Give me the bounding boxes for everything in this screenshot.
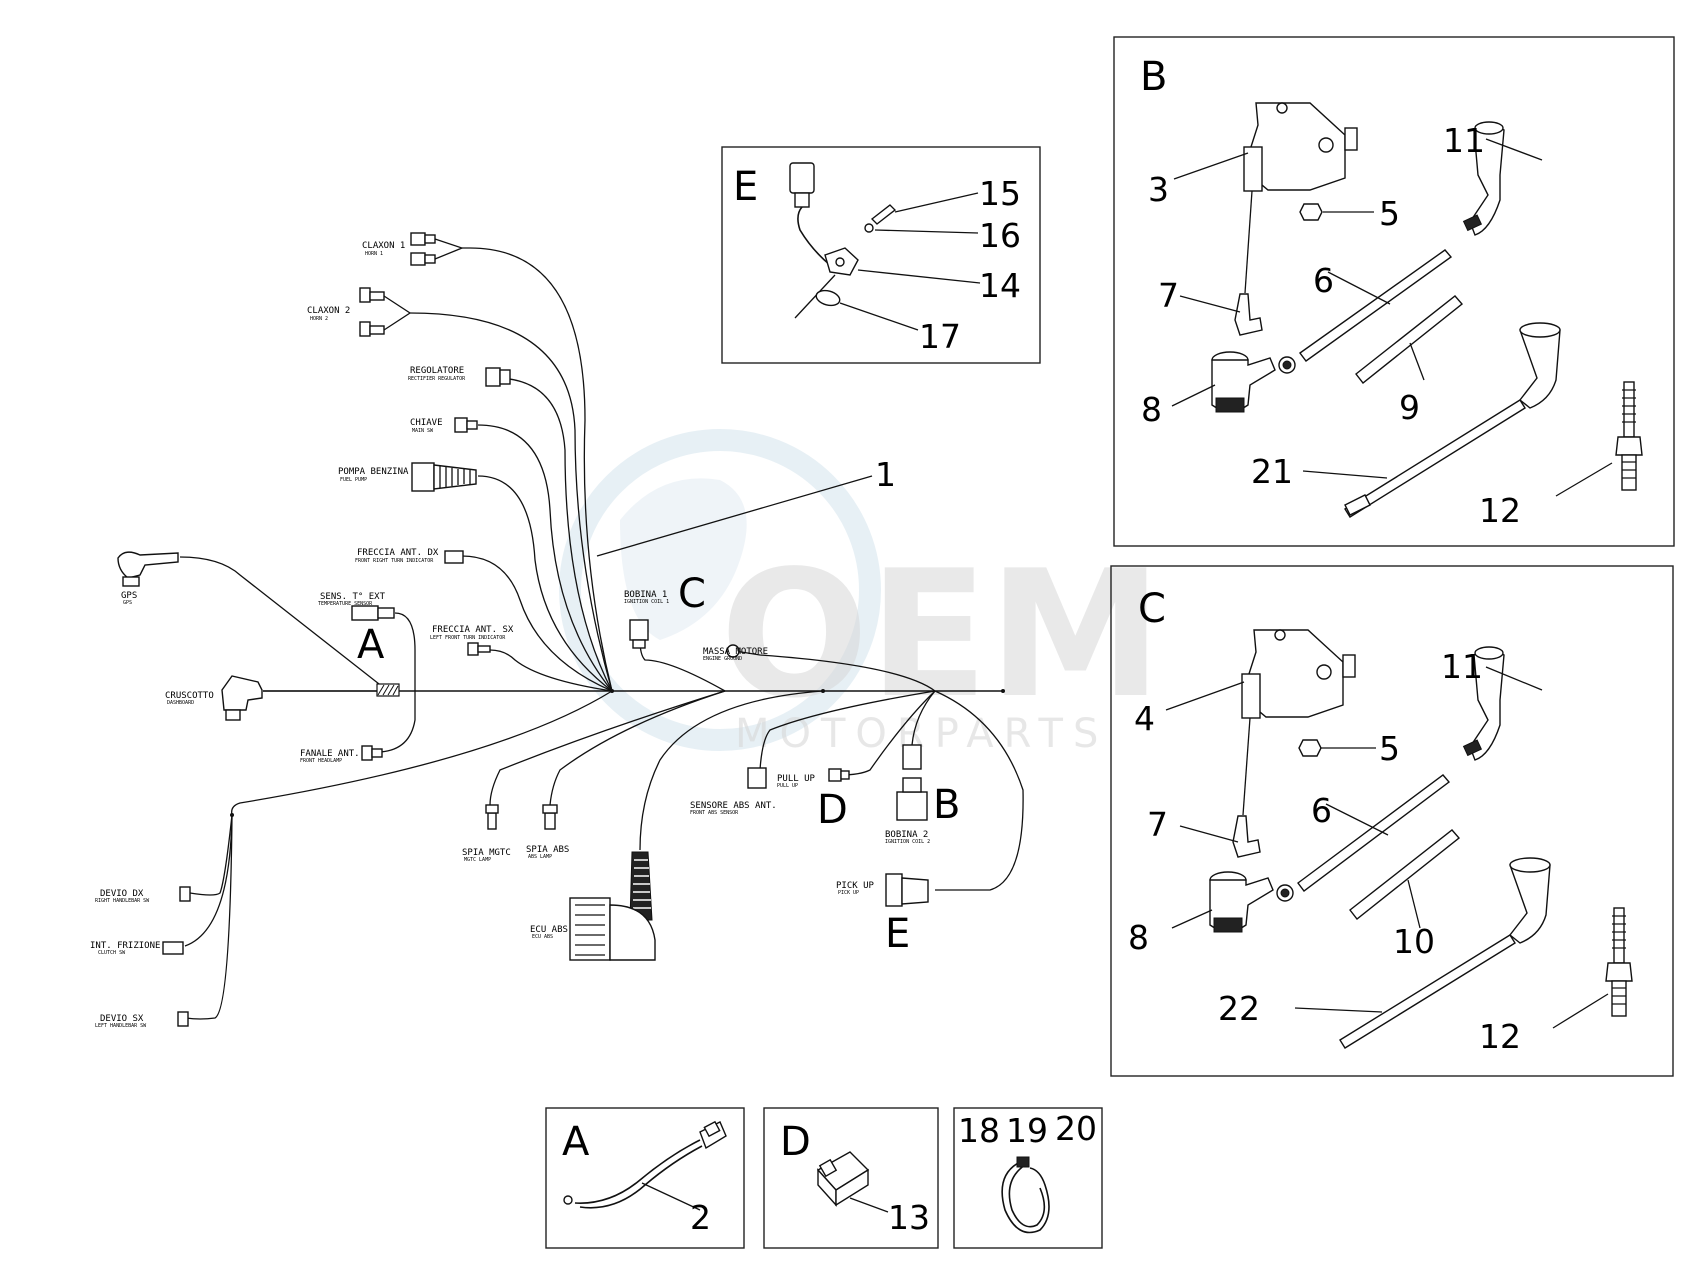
label-regolatore-sub: RECTIFIER REGULATOR	[408, 376, 466, 382]
box-c-letter: C	[1138, 586, 1166, 632]
label-freccia-dx: FRECCIA ANT. DX	[357, 548, 439, 558]
label-fanale-sub: FRONT HEADLAMP	[300, 758, 342, 764]
label-regolatore: REGOLATORE	[410, 366, 464, 376]
label-devio-dx-sub: RIGHT HANDLEBAR SW	[95, 898, 150, 904]
box-b-number-9: 9	[1399, 388, 1420, 427]
label-sensore-abs-sub: FRONT ABS SENSOR	[690, 810, 739, 816]
label-cruscotto: CRUSCOTTO	[165, 691, 214, 701]
label-sens: SENS. T° EXT	[320, 592, 386, 602]
box-c-number-6: 6	[1311, 791, 1332, 830]
label-freccia-sx: FRECCIA ANT. SX	[432, 625, 514, 635]
box-b-number-8: 8	[1141, 390, 1162, 429]
detail-box-a: A 2	[545, 1107, 745, 1249]
box-b-number-3: 3	[1148, 170, 1169, 209]
box-c-number-11: 11	[1441, 647, 1483, 686]
box-tie-number-20: 20	[1055, 1109, 1097, 1148]
label-cruscotto-sub: DASHBOARD	[167, 700, 194, 706]
label-devio-dx: DEVIO DX	[100, 889, 144, 899]
watermark: OEM MOTORPARTS	[559, 429, 1162, 757]
label-bobina1-sub: IGNITION COIL 1	[624, 599, 669, 605]
box-e-number-15: 15	[979, 174, 1021, 213]
box-c-number-7: 7	[1147, 805, 1168, 844]
callout-letter-d: D	[817, 787, 848, 833]
label-ecu-abs-sub: ECU ABS	[532, 934, 553, 940]
box-a-letter: A	[562, 1119, 590, 1165]
label-bobina2: BOBINA 2	[885, 830, 928, 840]
watermark-text: OEM	[720, 534, 1162, 737]
label-spia-abs: SPIA ABS	[526, 845, 569, 855]
label-gps-sub: GPS	[123, 600, 132, 606]
label-freccia-sx-sub: LEFT FRONT TURN INDICATOR	[430, 635, 506, 641]
detail-box-e: E 15 16 14 17	[721, 146, 1041, 364]
box-e-number-14: 14	[979, 266, 1021, 305]
label-gps: GPS	[121, 591, 137, 601]
label-fanale: FANALE ANT.	[300, 749, 360, 759]
callout-letter-b: B	[933, 782, 960, 828]
box-b-number-6: 6	[1313, 261, 1334, 300]
label-bobina2-sub: IGNITION COIL 2	[885, 839, 930, 845]
box-c-number-8: 8	[1128, 918, 1149, 957]
main-callouts: A C D B E 1	[357, 455, 960, 957]
label-devio-sx-sub: LEFT HANDLEBAR SW	[95, 1023, 147, 1029]
label-sensore-abs: SENSORE ABS ANT.	[690, 801, 777, 811]
box-b-number-5: 5	[1379, 194, 1400, 233]
label-spia-mgtc: SPIA MGTC	[462, 848, 511, 858]
label-spia-abs-sub: ABS LAMP	[528, 854, 552, 860]
callout-letter-e: E	[885, 911, 910, 957]
label-int-frizione-sub: CLUTCH SW	[98, 950, 126, 956]
box-tie-number-18: 18	[958, 1111, 1000, 1150]
label-claxon1-sub: HORN 1	[365, 251, 383, 257]
label-massa: MASSA MOTORE	[703, 647, 768, 657]
box-b-number-7: 7	[1158, 276, 1179, 315]
callout-number-1: 1	[875, 455, 896, 494]
box-c-number-12: 12	[1479, 1017, 1521, 1056]
box-c-number-4: 4	[1134, 699, 1155, 738]
label-freccia-dx-sub: FRONT RIGHT TURN INDICATOR	[355, 558, 434, 564]
label-pullup-sub: PULL UP	[777, 783, 798, 789]
label-pompa-sub: FUEL PUMP	[340, 477, 367, 483]
label-pickup: PICK UP	[836, 881, 875, 891]
detail-box-c: C	[1110, 565, 1674, 1077]
detail-box-cable-tie: 18 19 20	[953, 1107, 1103, 1249]
box-c-number-10: 10	[1393, 922, 1435, 961]
box-c-number-5: 5	[1379, 729, 1400, 768]
label-massa-sub: ENGINE GROUND	[703, 656, 742, 662]
connector-labels: CLAXON 1 HORN 1 CLAXON 2 HORN 2 REGOLATO…	[90, 241, 930, 1029]
box-d-letter: D	[780, 1119, 811, 1165]
box-e-number-17: 17	[919, 317, 961, 356]
box-e-letter: E	[733, 164, 758, 210]
label-ecu-abs: ECU ABS	[530, 925, 568, 935]
label-chiave: CHIAVE	[410, 418, 443, 428]
callout-letter-a: A	[357, 622, 385, 668]
label-devio-sx: DEVIO SX	[100, 1014, 144, 1024]
box-c-number-22: 22	[1218, 989, 1260, 1028]
box-e-number-16: 16	[979, 216, 1021, 255]
connector-drawings	[117, 232, 929, 1027]
label-sens-sub: TEMPERATURE SENSOR	[318, 601, 373, 607]
box-b-letter: B	[1140, 54, 1167, 100]
box-b-number-12: 12	[1479, 491, 1521, 530]
box-d-number-13: 13	[888, 1198, 930, 1237]
label-pickup-sub: PICK UP	[838, 890, 859, 896]
callout-letter-c: C	[678, 571, 706, 617]
label-int-frizione: INT. FRIZIONE	[90, 941, 160, 951]
label-pompa: POMPA BENZINA	[338, 467, 409, 477]
box-b-number-21: 21	[1251, 452, 1293, 491]
label-claxon2: CLAXON 2	[307, 306, 350, 316]
label-chiave-sub: MAIN SW	[412, 428, 434, 434]
detail-box-b: B	[1113, 36, 1675, 547]
label-pullup: PULL UP	[777, 774, 816, 784]
label-claxon2-sub: HORN 2	[310, 316, 328, 322]
box-tie-number-19: 19	[1006, 1111, 1048, 1150]
box-a-number-2: 2	[690, 1198, 711, 1237]
label-bobina1: BOBINA 1	[624, 590, 667, 600]
label-spia-mgtc-sub: MGTC LAMP	[464, 857, 491, 863]
detail-box-d: D 13	[763, 1107, 939, 1249]
box-b-number-11: 11	[1443, 121, 1485, 160]
label-claxon1: CLAXON 1	[362, 241, 405, 251]
